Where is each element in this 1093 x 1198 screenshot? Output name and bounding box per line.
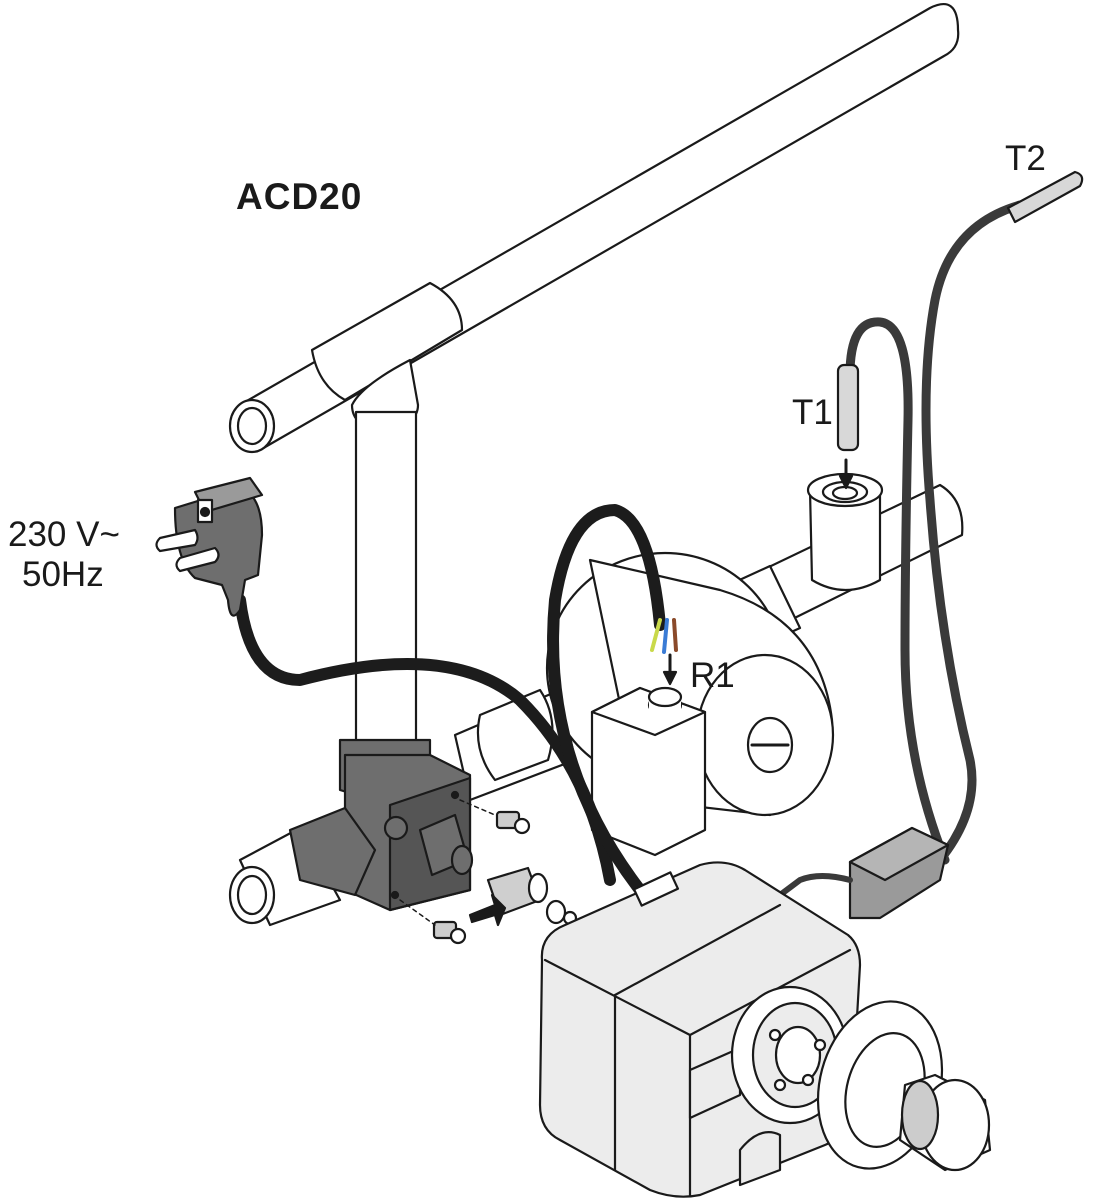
output-r1-label: R1 [690,656,735,695]
pump-cable [547,504,666,896]
sensor-junction-box [777,826,950,920]
power-frequency-label: 50Hz [22,555,104,594]
mixing-valve-body [288,738,474,912]
sensor-t2 [921,170,1084,865]
actuator-housing [538,861,862,1198]
lower-pipe-left [228,826,342,927]
power-voltage-label: 230 V~ [8,515,120,554]
sensor-t1-label: T1 [792,393,833,432]
screw-icon [432,920,467,945]
pump-motor [545,551,835,857]
arrow-left-icon [468,893,507,927]
pump-wires [650,618,678,654]
plug-icon [155,476,264,617]
vertical-pipe [354,410,418,744]
control-knob [898,1073,992,1172]
arrow-down-icon [662,653,678,686]
sensor-t1 [836,317,950,865]
diagram-title: ACD20 [236,176,363,217]
screw-icon [495,810,531,835]
sensor-t2-label: T2 [1005,139,1046,178]
